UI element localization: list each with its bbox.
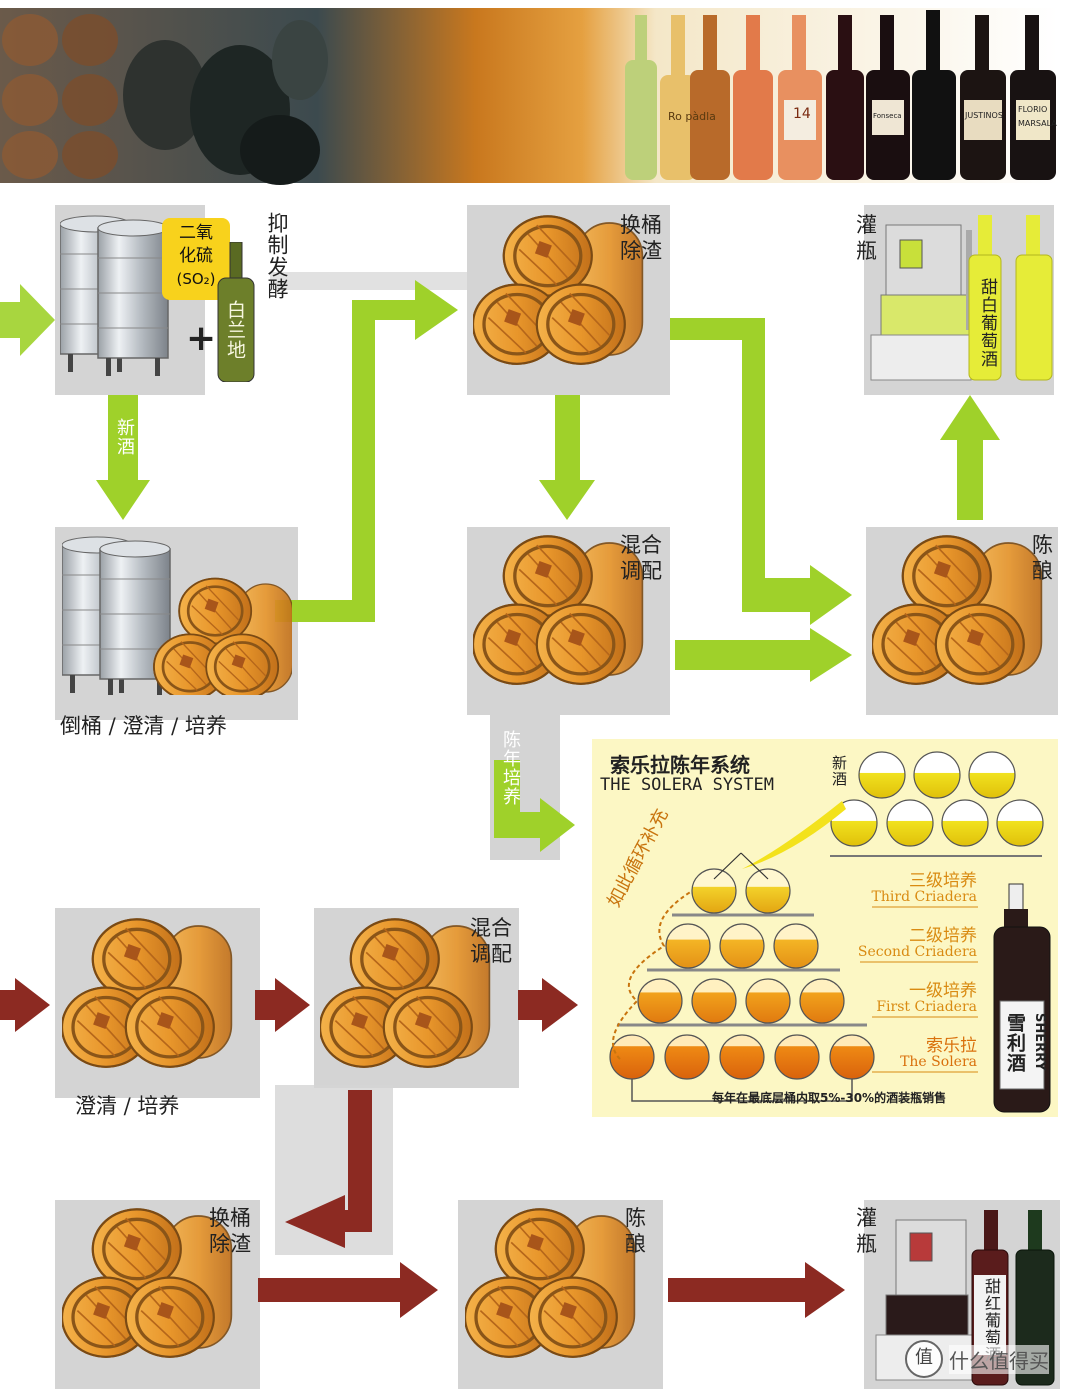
arrow-down-icon [539, 395, 595, 520]
solera-new-wine: 新酒 [830, 755, 848, 787]
pour-arrow-icon [742, 801, 846, 869]
arrow-right-icon [255, 978, 310, 1032]
sweet-white-label: 甜白葡萄酒 [977, 278, 997, 368]
stop-fermentation-label: 抑制发酵 [265, 212, 289, 300]
red-bottle-label: 灌瓶 [856, 1206, 877, 1256]
solera-title-cn: 索乐拉陈年系统 [610, 753, 750, 777]
arrow-right-icon [258, 1262, 438, 1318]
arrow-right-icon [675, 628, 852, 682]
new-wine-label: 新酒 [114, 418, 135, 456]
sweet-red-label: 甜红葡萄酒 [982, 1278, 1001, 1363]
tanks-and-barrels [62, 536, 292, 695]
aging-training-label: 陈年培养 [500, 730, 521, 806]
arrow-right-icon [518, 978, 578, 1032]
third-criadera-en: Third Criadera [871, 889, 977, 905]
solera-level-en: The Solera [900, 1054, 977, 1070]
arrow-right-icon [668, 1262, 845, 1318]
barrel-rack [2, 14, 118, 179]
solera-title-en: THE SOLERA SYSTEM [600, 775, 774, 795]
arrow-right-icon [0, 978, 50, 1032]
bottling-machine-red [875, 1210, 1055, 1386]
rack-lees-label: 换桶除渣 [620, 213, 662, 263]
arrow-down-icon [96, 395, 150, 520]
bottle-row [625, 10, 1056, 180]
bottle-label: 灌瓶 [856, 213, 877, 263]
first-criadera-cn: 一级培养 [909, 981, 977, 1001]
so2-line3: (SO₂) [176, 270, 216, 288]
arrow-elbow-icon [494, 760, 575, 852]
red-blend-label: 混合调配 [470, 916, 512, 966]
sherry-bottle [993, 883, 1051, 1113]
third-criadera-casks [672, 852, 814, 917]
solera-system-panel: 索乐拉陈年系统 THE SOLERA SYSTEM 新酒 如此循环补充 [592, 739, 1058, 1117]
rack-clarify-raise-caption: 倒桶 / 澄清 / 培养 [60, 714, 227, 738]
bottle-label: MARSALA [1018, 119, 1057, 128]
second-criadera-en: Second Criadera [857, 944, 977, 960]
solera-level-cn: 索乐拉 [926, 1036, 977, 1056]
demijohns [123, 20, 328, 185]
arrow-elbow-icon [670, 318, 852, 625]
red-age-label: 陈酿 [625, 1206, 646, 1256]
bottle-label: Fonseca [873, 112, 902, 120]
age-label: 陈酿 [1032, 533, 1053, 583]
sherry-label-en: SHERRY [1032, 1013, 1047, 1071]
sherry-label-cn: 雪利酒 [1004, 1013, 1026, 1073]
brandy-bottle [217, 242, 255, 382]
watermark: 值 什么值得买 [905, 1340, 1049, 1378]
so2-line1: 二氧 [179, 223, 213, 243]
bottle-label: JUSTINOS [964, 111, 1003, 120]
plus-sign: + [186, 318, 217, 359]
barrel-stack [62, 915, 262, 1095]
bottle-label: FLORIO [1018, 105, 1047, 114]
arrow-up-icon [940, 395, 1000, 520]
red-rack-lees-label: 换桶除渣 [209, 1206, 251, 1256]
banner-image: Ro pàdla 14 Fonseca JUSTINOS FLORIO MARS… [0, 8, 1058, 185]
second-criadera-cn: 二级培养 [909, 926, 977, 946]
solera-footer: 每年在最底层桶内取5%-30%的酒装瓶销售 [712, 1091, 947, 1105]
first-criadera-casks [617, 978, 867, 1027]
top-banner: Ro pàdla 14 Fonseca JUSTINOS FLORIO MARS… [0, 0, 1080, 185]
brandy-label: 白兰地 [224, 300, 246, 360]
red-clarify-caption: 澄清 / 培养 [75, 1094, 180, 1118]
new-wine-casks [830, 751, 1044, 857]
solera-diagram [609, 751, 1051, 1113]
first-criadera-en: First Criadera [876, 999, 977, 1015]
arrow-elbow-icon [275, 280, 458, 622]
so2-line2: 化硫 [179, 246, 213, 266]
watermark-logo-icon: 值 [905, 1340, 943, 1378]
cycle-arrow-icon [612, 890, 693, 1060]
third-criadera-cn: 三级培养 [909, 871, 977, 891]
arrow-elbow-icon [285, 1090, 372, 1248]
watermark-text: 什么值得买 [949, 1344, 1049, 1374]
second-criadera-casks [647, 923, 840, 972]
arrow-right-icon [0, 284, 55, 356]
bottling-machine [870, 215, 1053, 381]
bottle-label: 14 [793, 106, 811, 122]
blend-label: 混合调配 [620, 533, 662, 583]
bottle-label: Ro pàdla [668, 110, 716, 123]
solera-casks [609, 1034, 875, 1102]
